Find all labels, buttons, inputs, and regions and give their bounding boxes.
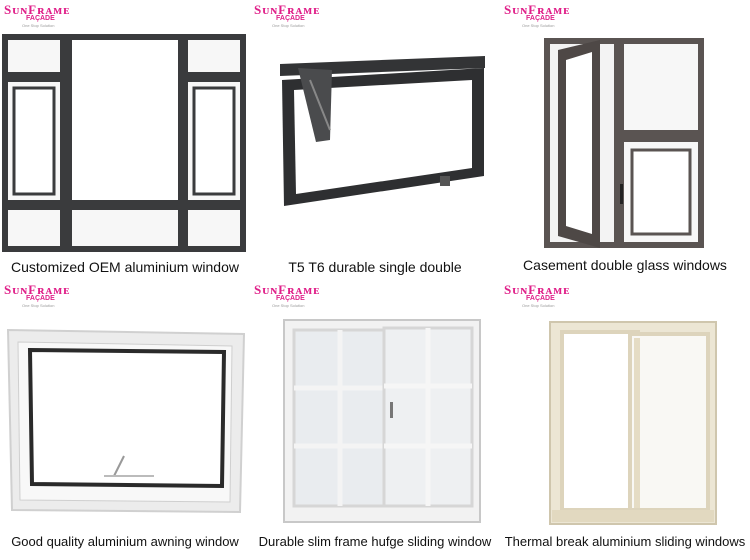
product-caption: Casement double glass windows xyxy=(523,257,727,273)
sunframe-logo: SᴜɴFʀᴀᴍᴇ FAÇADE One Stop Solution xyxy=(254,2,374,30)
logo-tagline: One Stop Solution xyxy=(272,303,305,308)
logo-tagline: One Stop Solution xyxy=(22,303,55,308)
logo-tagline: One Stop Solution xyxy=(272,23,305,28)
logo-brand: SᴜɴFʀᴀᴍᴇ xyxy=(4,2,71,17)
product-card-slim-sliding-window[interactable]: SᴜɴFʀᴀᴍᴇ FAÇADE One Stop Solution Durabl… xyxy=(250,280,500,560)
product-card-awning-window[interactable]: SᴜɴFʀᴀᴍᴇ FAÇADE One Stop Solution Good q… xyxy=(0,280,250,560)
logo-brand: SᴜɴFʀᴀᴍᴇ xyxy=(504,2,571,17)
logo-tagline: One Stop Solution xyxy=(522,303,555,308)
logo-sub: FAÇADE xyxy=(276,15,305,22)
sunframe-logo: SᴜɴFʀᴀᴍᴇ FAÇADE One Stop Solution xyxy=(4,282,124,310)
logo-brand: SᴜɴFʀᴀᴍᴇ xyxy=(504,282,571,297)
product-caption: Durable slim frame hufge sliding window xyxy=(258,534,492,549)
product-caption: Thermal break aluminium sliding windows xyxy=(504,534,746,549)
product-card-oem-window[interactable]: SᴜɴFʀᴀᴍᴇ FAÇADE One Stop Solution Custom… xyxy=(0,0,250,280)
sunframe-logo: SᴜɴFʀᴀᴍᴇ FAÇADE One Stop Solution xyxy=(504,2,624,30)
logo-tagline: One Stop Solution xyxy=(22,23,55,28)
oem-aluminium-window-image xyxy=(2,34,246,252)
logo-tagline: One Stop Solution xyxy=(522,23,555,28)
logo-brand: SᴜɴFʀᴀᴍᴇ xyxy=(4,282,71,297)
logo-sub: FAÇADE xyxy=(26,15,55,22)
product-card-t5-t6-window[interactable]: SᴜɴFʀᴀᴍᴇ FAÇADE One Stop Solution T5 T6 … xyxy=(250,0,500,280)
product-caption: Customized OEM aluminium window xyxy=(11,259,239,275)
sunframe-logo: SᴜɴFʀᴀᴍᴇ FAÇADE One Stop Solution xyxy=(4,2,124,30)
casement-double-glass-window-image xyxy=(544,38,704,248)
product-card-thermal-break-window[interactable]: SᴜɴFʀᴀᴍᴇ FAÇADE One Stop Solution Therma… xyxy=(500,280,750,560)
slim-frame-sliding-window-image xyxy=(283,319,481,523)
logo-sub: FAÇADE xyxy=(276,295,305,302)
sunframe-logo: SᴜɴFʀᴀᴍᴇ FAÇADE One Stop Solution xyxy=(254,282,374,310)
logo-sub: FAÇADE xyxy=(526,15,555,22)
thermal-break-sliding-window-image xyxy=(549,321,717,525)
logo-brand: SᴜɴFʀᴀᴍᴇ xyxy=(254,282,321,297)
logo-brand: SᴜɴFʀᴀᴍᴇ xyxy=(254,2,321,17)
product-caption: T5 T6 durable single double xyxy=(288,259,462,275)
white-awning-window-image xyxy=(6,328,246,514)
product-caption: Good quality aluminium awning window xyxy=(11,534,239,549)
logo-sub: FAÇADE xyxy=(26,295,55,302)
t5-t6-awning-window-image xyxy=(280,56,485,206)
product-card-casement-window[interactable]: SᴜɴFʀᴀᴍᴇ FAÇADE One Stop Solution Caseme… xyxy=(500,0,750,280)
logo-sub: FAÇADE xyxy=(526,295,555,302)
sunframe-logo: SᴜɴFʀᴀᴍᴇ FAÇADE One Stop Solution xyxy=(504,282,624,310)
